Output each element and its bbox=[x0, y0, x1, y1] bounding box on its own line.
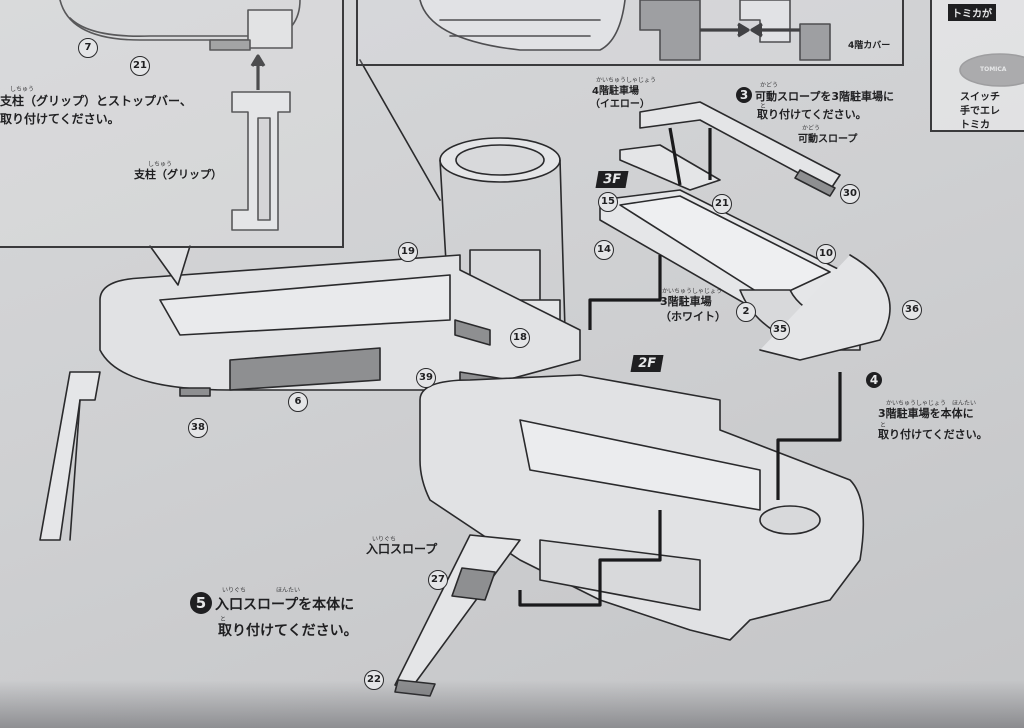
step5-ruby-1: いりぐち ほんたい bbox=[222, 587, 301, 594]
stop-bar-block bbox=[247, 9, 293, 49]
floor-tag-2f: 2F bbox=[630, 355, 664, 372]
step4-line2: 取り付けてください。 bbox=[878, 428, 988, 441]
page-shadow bbox=[0, 680, 1024, 728]
left-leg bbox=[39, 371, 101, 541]
panel-top-left-instruction-2: 取り付けてください。 bbox=[0, 112, 120, 126]
part-callout: 14 bbox=[594, 240, 614, 260]
part-callout: 21 bbox=[130, 56, 150, 76]
part-callout: 21 bbox=[712, 194, 732, 214]
part-callout: 30 bbox=[840, 184, 860, 204]
parking-3f-ruby: かいちゅうしゃじょう bbox=[662, 288, 723, 295]
movable-slope-ruby: かどう bbox=[802, 125, 821, 132]
part-callout: 10 bbox=[816, 244, 836, 264]
entrance-slope-ruby: いりぐち bbox=[372, 536, 397, 543]
floor-tag-3f: 3F bbox=[595, 171, 629, 188]
entrance-slope-label: 入口スロープ bbox=[366, 542, 438, 556]
top-center-parking bbox=[419, 0, 626, 51]
part-callout: 36 bbox=[902, 300, 922, 320]
step5-text-1: 入口スロープを本体に bbox=[215, 597, 355, 613]
panel-top-right-text-2: 手でエレ bbox=[960, 106, 1000, 117]
part-callout: 39 bbox=[416, 368, 436, 388]
panel-top-center bbox=[356, 0, 904, 66]
panel-top-right bbox=[930, 0, 1024, 132]
part-callout: 38 bbox=[188, 418, 208, 438]
step3-line2: 取り付けてください。 bbox=[757, 108, 867, 121]
step5-ruby-2: と bbox=[220, 616, 227, 623]
step3-ruby-1: かどう bbox=[760, 82, 779, 89]
label-4f-ruby: かいちゅうしゃじょう bbox=[596, 77, 657, 84]
part-callout: 6 bbox=[288, 392, 308, 412]
panel-top-left bbox=[0, 0, 344, 248]
step4-ruby-2: と bbox=[880, 422, 887, 429]
parking-4f-piece bbox=[639, 0, 701, 61]
cover-4f-piece bbox=[799, 23, 831, 61]
step5-number: 5 bbox=[190, 592, 212, 614]
step4-ruby-1: かいちゅうしゃじょう ほんたい bbox=[886, 400, 977, 407]
step4-line1: 3階駐車場を本体に bbox=[878, 407, 974, 420]
step4-number: 4 bbox=[866, 372, 882, 388]
panel-top-left-instruction-1: 支柱（グリップ）とストップバー、 bbox=[0, 94, 192, 108]
label-4f-color: （イエロー） bbox=[590, 99, 650, 110]
panel-top-left-ruby: しちゅう bbox=[10, 86, 35, 93]
part-callout: 27 bbox=[428, 570, 448, 590]
grip-label: 支柱（グリップ） bbox=[134, 168, 222, 181]
grip-label-ruby: しちゅう bbox=[148, 161, 173, 168]
part-callout: 2 bbox=[736, 302, 756, 322]
part-callout: 35 bbox=[770, 320, 790, 340]
step3-ruby-2: と bbox=[760, 103, 767, 110]
part-callout: 7 bbox=[78, 38, 98, 58]
part-callout: 22 bbox=[364, 670, 384, 690]
panel-top-right-text-1: スイッチ bbox=[960, 92, 1000, 103]
parking-3f-label: 3階駐車場 bbox=[660, 295, 712, 308]
step3-number: 3 bbox=[736, 87, 752, 103]
part-callout: 15 bbox=[598, 192, 618, 212]
entrance-slope bbox=[394, 534, 521, 691]
label-4f: 4階駐車場 bbox=[592, 86, 639, 97]
movable-slope-label: 可動スロープ bbox=[798, 134, 858, 145]
step3-text-1: 可動スロープを3階駐車場に bbox=[755, 90, 894, 103]
step5-line2: 取り付けてください。 bbox=[218, 623, 358, 639]
part-callout: 18 bbox=[510, 328, 530, 348]
step4-badge: 4 bbox=[866, 372, 885, 388]
parking-3f-color: （ホワイト） bbox=[660, 310, 726, 323]
panel-top-right-brand: TOMICA bbox=[980, 66, 1007, 73]
part-callout: 19 bbox=[398, 242, 418, 262]
panel-top-right-tab: トミカが bbox=[948, 4, 996, 21]
panel-top-right-text-3: トミカ bbox=[960, 120, 990, 131]
label-4f-cover: 4階カバー bbox=[848, 41, 891, 51]
